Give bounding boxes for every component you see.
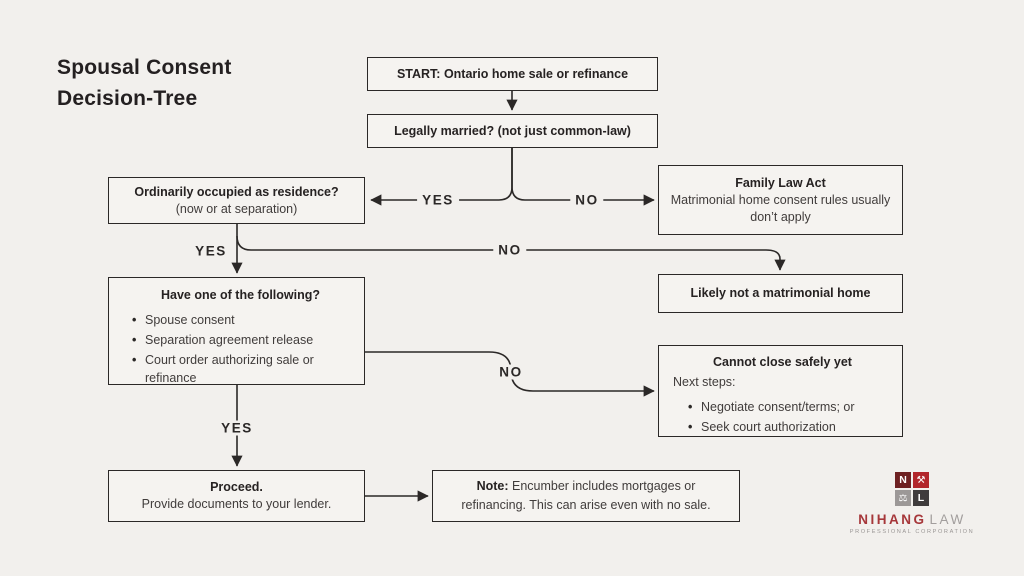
list-item: Seek court authorization (687, 418, 892, 437)
node-ordinarily-occupied: Ordinarily occupied as residence? (now o… (108, 177, 365, 224)
edge-label-married-no: NO (570, 192, 604, 208)
scales-icon: ⚖ (895, 490, 911, 506)
page-title-line1: Spousal Consent (57, 56, 232, 79)
edge-label-haveone-no: NO (494, 364, 528, 380)
logo-grid: N ⚒ ⚖ L (895, 472, 929, 506)
cannot-close-bullet-list: Negotiate consent/terms; or Seek court a… (673, 396, 892, 436)
node-proceed: Proceed. Provide documents to your lende… (108, 470, 365, 522)
logo-name-secondary: LAW (929, 512, 966, 527)
logo-letter-n: N (895, 472, 911, 488)
node-not-matrimonial: Likely not a matrimonial home (658, 274, 903, 313)
node-ordinarily-occupied-title: Ordinarily occupied as residence? (134, 184, 339, 199)
list-item: Court order authorizing sale or refinanc… (131, 351, 350, 388)
gavel-icon: ⚒ (913, 472, 929, 488)
logo-subtitle: PROFESSIONAL CORPORATION (849, 529, 975, 535)
node-have-one-of-following: Have one of the following? Spouse consen… (108, 277, 365, 385)
list-item: Spouse consent (131, 311, 350, 330)
node-ordinarily-occupied-subtitle: (now or at separation) (175, 201, 298, 216)
edge-occupied-no (236, 235, 786, 271)
node-start-title: START: Ontario home sale or refinance (396, 66, 629, 81)
note-label: Note: (476, 479, 509, 493)
edge-label-occupied-yes: YES (190, 243, 232, 259)
edge-label-married-yes: YES (417, 192, 459, 208)
logo-letter-l: L (913, 490, 929, 506)
edge-label-occupied-no: NO (493, 242, 527, 258)
node-legally-married: Legally married? (not just common-law) (367, 114, 658, 148)
list-item: Negotiate consent/terms; or (687, 398, 892, 417)
node-note: Note: Encumber includes mortgages or ref… (432, 470, 740, 522)
edge-married-no (511, 148, 655, 206)
list-item: Separation agreement release (131, 331, 350, 350)
node-proceed-title: Proceed. (210, 480, 263, 494)
node-cannot-close-intro: Next steps: (673, 375, 736, 389)
node-have-one-title: Have one of the following? (160, 288, 321, 302)
node-cannot-close: Cannot close safely yet Next steps: Nego… (658, 345, 903, 437)
note-text: Note: Encumber includes mortgages or ref… (445, 477, 727, 515)
note-body: Encumber includes mortgages or refinanci… (461, 479, 711, 512)
node-family-law-act: Family Law Act Matrimonial home consent … (658, 165, 903, 235)
node-start: START: Ontario home sale or refinance (367, 57, 658, 91)
have-one-bullet-list: Spouse consent Separation agreement rele… (131, 309, 350, 388)
node-family-law-act-body: Matrimonial home consent rules usually d… (670, 192, 891, 224)
edge-label-haveone-yes: YES (216, 420, 258, 436)
page-title-line2: Decision-Tree (57, 87, 198, 110)
node-legally-married-title: Legally married? (not just common-law) (394, 123, 631, 138)
logo-name-primary: NIHANG (858, 512, 927, 527)
node-family-law-act-title: Family Law Act (735, 175, 826, 190)
node-not-matrimonial-title: Likely not a matrimonial home (690, 286, 871, 300)
node-proceed-body: Provide documents to your lender. (141, 497, 332, 511)
node-cannot-close-title: Cannot close safely yet (713, 355, 852, 369)
page-title: Spousal Consent Decision-Tree (57, 52, 232, 114)
